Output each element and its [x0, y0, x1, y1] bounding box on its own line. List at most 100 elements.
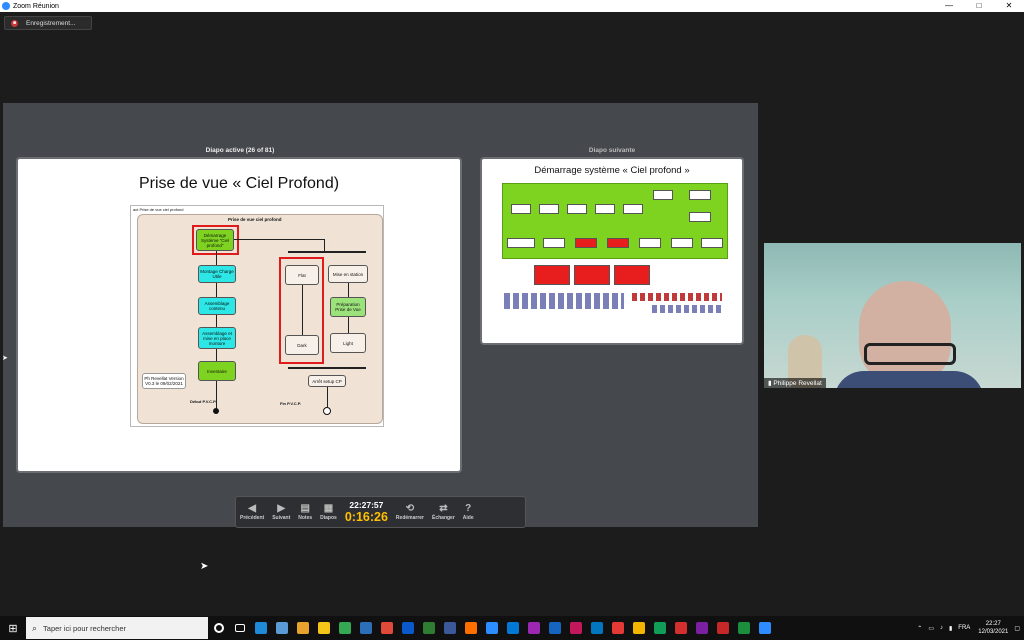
taskbar-app-icon[interactable]: [733, 616, 754, 640]
next-button[interactable]: ▶Suivant: [272, 503, 291, 521]
task-view-button[interactable]: [229, 616, 250, 640]
chevron-up-icon[interactable]: ⌃: [917, 625, 923, 632]
search-icon: ⌕: [32, 622, 38, 633]
windows-taskbar: ⊞ ⌕ Taper ici pour rechercher: [0, 616, 1024, 640]
language-indicator[interactable]: FRA: [958, 625, 971, 631]
app-icon: [527, 622, 540, 634]
app-icon: [359, 622, 372, 634]
taskbar-app-icon[interactable]: [523, 616, 544, 640]
taskbar-app-icon[interactable]: [670, 616, 691, 640]
app-icon: [737, 622, 750, 634]
app-icon: [632, 622, 645, 634]
next-slide-label: Diapo suivante: [588, 147, 636, 154]
notification-icon[interactable]: ▢: [1014, 625, 1020, 632]
taskbar-search[interactable]: ⌕ Taper ici pour rechercher: [26, 617, 208, 639]
taskbar-app-icon[interactable]: [607, 616, 628, 640]
taskbar-app-icon[interactable]: [334, 616, 355, 640]
taskbar-app-icon[interactable]: [355, 616, 376, 640]
slides-button[interactable]: ▦Diapos: [320, 503, 337, 521]
taskbar-app-icon[interactable]: [754, 616, 775, 640]
participant-video[interactable]: ▮ Philippe Revellat: [764, 243, 1021, 388]
taskbar-app-icon[interactable]: [649, 616, 670, 640]
taskbar-app-icon[interactable]: [271, 616, 292, 640]
taskbar-app-icon[interactable]: [376, 616, 397, 640]
app-icon: [674, 622, 687, 634]
taskbar-app-icon[interactable]: [250, 616, 271, 640]
taskbar-app-icon[interactable]: [292, 616, 313, 640]
app-icon: [569, 622, 582, 634]
app-icon: [485, 622, 498, 634]
recording-label: Enregistrement...: [26, 19, 76, 27]
taskbar-app-icon[interactable]: [313, 616, 334, 640]
system-tray: ⌃ ▭ ♪ ▮ FRA 22:27 12/03/2021 ▢: [917, 616, 1020, 640]
next-slide[interactable]: Démarrage système « Ciel profond »: [480, 157, 744, 345]
taskbar-clock[interactable]: 22:27 12/03/2021: [978, 620, 1008, 636]
app-icon: [590, 622, 603, 634]
help-icon: ?: [465, 503, 472, 514]
box-mise-station: Mise en station: [328, 265, 368, 283]
swap-button[interactable]: ⇄Échanger: [432, 503, 455, 521]
restart-icon: ⟲: [405, 503, 415, 514]
close-button[interactable]: ✕: [1005, 1, 1013, 10]
zoom-app-icon: [2, 2, 10, 10]
app-icon: [380, 622, 393, 634]
battery-icon[interactable]: ▮: [948, 625, 953, 632]
taskbar-date: 12/03/2021: [978, 629, 1009, 635]
app-icon: [653, 622, 666, 634]
participant-body: [834, 371, 984, 388]
glasses: [864, 343, 956, 365]
restart-button[interactable]: ⟲Redémarrer: [395, 503, 424, 521]
minimize-button[interactable]: —: [945, 1, 953, 10]
box-assemblage-contenu: Assemblage contenu: [198, 297, 236, 315]
arrow-right-icon: ▶: [277, 503, 286, 514]
diagram-caption: act Prise de vue ciel profond: [133, 207, 184, 212]
taskbar-app-icon[interactable]: [481, 616, 502, 640]
box-preparation: Préparation Prise de Vue: [330, 297, 366, 317]
recording-indicator[interactable]: ■ Enregistrement...: [4, 16, 92, 30]
taskbar-app-icon[interactable]: [439, 616, 460, 640]
app-icon: [317, 622, 330, 634]
taskbar-app-icon[interactable]: [691, 616, 712, 640]
box-arret: Arrêt setup CP: [308, 375, 346, 387]
taskbar-app-icon[interactable]: [502, 616, 523, 640]
network-icon[interactable]: ▭: [928, 625, 934, 632]
signal-icon: ▮: [768, 380, 774, 387]
box-demarrage: Démarrage Système "Ciel profond": [196, 229, 234, 251]
next-slide-title: Démarrage système « Ciel profond »: [534, 165, 690, 176]
taskbar-app-icon[interactable]: [565, 616, 586, 640]
highlight-frame: [279, 257, 324, 364]
taskbar-app-icon[interactable]: [628, 616, 649, 640]
app-icon: [401, 622, 414, 634]
box-dark: Dark: [285, 335, 319, 355]
start-button[interactable]: ⊞: [8, 622, 18, 635]
notes-button[interactable]: ▤Notes: [298, 503, 313, 521]
previous-button[interactable]: ◀Précédent: [240, 503, 265, 521]
app-icon: [443, 622, 456, 634]
cortana-button[interactable]: [208, 616, 229, 640]
start-node: [213, 408, 219, 414]
taskbar-app-icon[interactable]: [712, 616, 733, 640]
help-button[interactable]: ?Aide: [462, 503, 474, 521]
end-node: [323, 407, 331, 415]
diagram-frame: Prise de vue ciel profond Démarrage Syst…: [137, 214, 383, 424]
elapsed-timer: 0:16:26: [344, 510, 388, 524]
volume-icon[interactable]: ♪: [939, 625, 943, 631]
taskbar-app-icon[interactable]: [586, 616, 607, 640]
debut-label: Début P.V.C.P.: [190, 399, 217, 404]
pinned-apps: [250, 616, 775, 640]
taskbar-app-icon[interactable]: [544, 616, 565, 640]
record-icon: ■: [11, 19, 18, 27]
taskbar-app-icon[interactable]: [397, 616, 418, 640]
app-icon: [695, 622, 708, 634]
taskbar-app-icon[interactable]: [418, 616, 439, 640]
highlight-frame: [192, 225, 239, 255]
grid-icon: ▦: [323, 503, 334, 514]
window-title: Zoom Réunion: [13, 2, 59, 10]
taskbar-time: 22:27: [985, 621, 1001, 627]
box-assemblage-mise: Assemblage et mise en place monture: [198, 327, 236, 349]
current-slide[interactable]: Prise de vue « Ciel Profond) act Prise d…: [16, 157, 462, 473]
fin-label: Fin P.V.C.P.: [280, 401, 302, 406]
maximize-button[interactable]: □: [976, 1, 982, 10]
search-placeholder: Taper ici pour rechercher: [43, 623, 127, 633]
taskbar-app-icon[interactable]: [460, 616, 481, 640]
